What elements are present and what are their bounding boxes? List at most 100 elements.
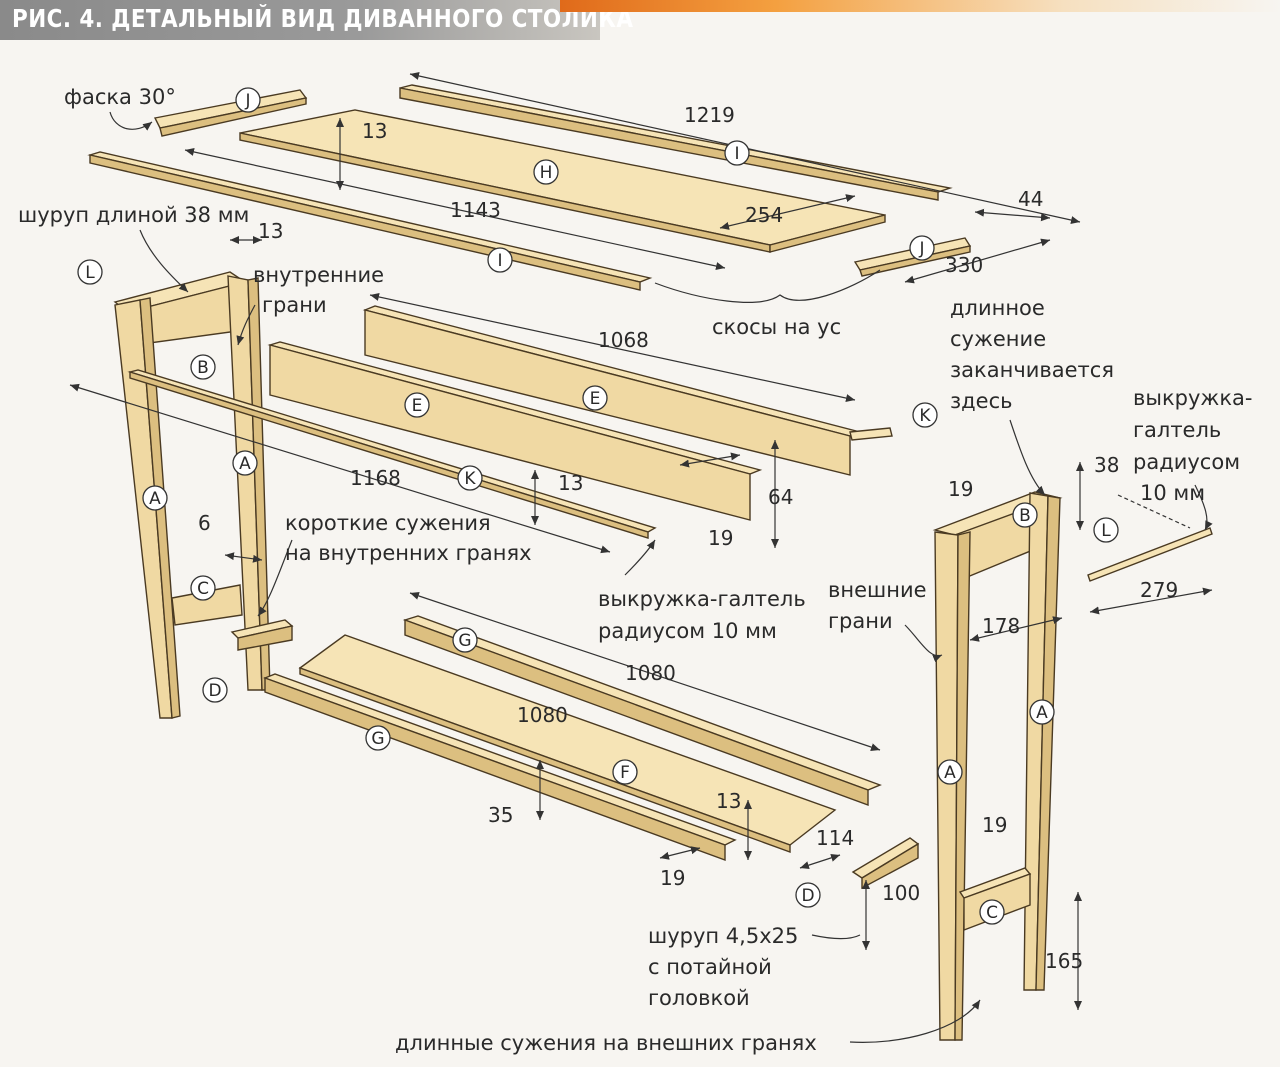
bubble-i-back: I (724, 140, 750, 166)
dim-1219: 1219 (684, 103, 735, 127)
label-long-outer: длинные сужения на внешних гранях (395, 1031, 817, 1055)
label-miter: скосы на ус (712, 315, 841, 339)
bubble-l-left: L (77, 259, 103, 285)
svg-text:A: A (944, 763, 956, 783)
svg-text:D: D (208, 681, 221, 701)
label-cove-mid-1: выкружка-галтель (598, 587, 806, 611)
bubble-e-back: E (582, 385, 608, 411)
label-short-taper-1: короткие сужения (285, 511, 491, 535)
svg-text:E: E (590, 389, 601, 409)
svg-text:F: F (620, 763, 630, 783)
dim-1080-g: 1080 (625, 661, 676, 685)
dim-1068: 1068 (598, 328, 649, 352)
bubble-g-back: G (452, 627, 478, 653)
svg-text:B: B (197, 358, 209, 378)
dim-13-k: 13 (558, 471, 583, 495)
part-k-right-mold (849, 427, 893, 441)
svg-text:J: J (244, 91, 250, 111)
bubble-g-front: G (365, 725, 391, 751)
svg-text:L: L (1101, 521, 1111, 541)
svg-text:A: A (149, 489, 161, 509)
bubble-j-right: J (909, 235, 935, 261)
figure-title: РИС. 4. ДЕТАЛЬНЫЙ ВИД ДИВАННОГО СТОЛИКА (12, 4, 634, 33)
svg-text:K: K (919, 406, 931, 426)
label-screw-small-3: головкой (648, 986, 750, 1010)
svg-text:D: D (801, 886, 814, 906)
svg-text:H: H (540, 163, 553, 183)
svg-text:A: A (1036, 703, 1048, 723)
dim-114: 114 (816, 826, 854, 850)
svg-text:I: I (497, 251, 502, 271)
bubble-d-right: D (795, 882, 821, 908)
label-short-taper-2: на внутренних гранях (285, 541, 532, 565)
dim-100: 100 (882, 881, 920, 905)
svg-text:G: G (371, 729, 384, 749)
svg-text:K: K (464, 469, 476, 489)
label-screw38: шуруп длиной 38 мм (18, 203, 249, 227)
left-leg-assembly (113, 271, 294, 719)
label-inner-faces-2: грани (262, 293, 327, 317)
dim-279: 279 (1140, 578, 1178, 602)
label-long-taper-1: длинное (950, 296, 1045, 320)
svg-text:I: I (734, 144, 739, 164)
label-cove-right-1: выкружка- (1133, 386, 1252, 410)
bubble-d-left: D (202, 677, 228, 703)
dim-254: 254 (745, 203, 783, 227)
svg-text:C: C (197, 579, 209, 599)
label-long-taper-4: здесь (950, 389, 1013, 413)
label-chamfer: фаска 30° (64, 85, 176, 109)
label-screw-small-1: шуруп 4,5х25 (648, 924, 798, 948)
bubble-j-left: J (235, 87, 261, 113)
title-banner: РИС. 4. ДЕТАЛЬНЫЙ ВИД ДИВАННОГО СТОЛИКА (0, 0, 1280, 40)
bubble-b-right: B (1012, 502, 1038, 528)
svg-text:B: B (1019, 506, 1031, 526)
bubble-l-right: L (1093, 517, 1119, 543)
svg-text:L: L (85, 263, 95, 283)
bubble-a-left-front: A (142, 485, 168, 511)
bubble-e-front: E (404, 392, 430, 418)
label-screw-small-2: с потайной (648, 955, 772, 979)
part-g-front (263, 673, 737, 862)
bubble-a-right-back: A (1029, 699, 1055, 725)
dim-13-leg: 13 (258, 219, 283, 243)
bubble-a-left-back: A (232, 450, 258, 476)
bubble-b-left: B (190, 354, 216, 380)
dim-178: 178 (982, 614, 1020, 638)
label-cove-right-2: галтель (1133, 418, 1221, 442)
dim-13-f: 13 (716, 789, 741, 813)
dim-330: 330 (945, 253, 983, 277)
bubble-f: F (612, 759, 638, 785)
leader-lines (109, 111, 1213, 1043)
dim-38: 38 (1094, 453, 1119, 477)
label-long-taper-2: сужение (950, 327, 1046, 351)
svg-text:J: J (918, 239, 924, 259)
dim-19-right-c: 19 (982, 813, 1007, 837)
part-h-panel (239, 109, 886, 253)
label-cove-mid-2: радиусом 10 мм (598, 619, 777, 643)
bubble-i-front: I (487, 247, 513, 273)
dim-6: 6 (198, 511, 211, 535)
svg-text:E: E (412, 396, 423, 416)
dim-1143: 1143 (450, 198, 501, 222)
bubble-h: H (533, 159, 559, 185)
label-inner-faces-1: внутренние (253, 263, 384, 287)
bubble-k-right: K (912, 402, 938, 428)
part-l-right (1087, 527, 1213, 582)
dim-19-right-top: 19 (948, 477, 973, 501)
bubble-k-mid: K (457, 465, 483, 491)
dim-13-top: 13 (362, 119, 387, 143)
label-long-taper-3: заканчивается (950, 358, 1114, 382)
svg-text:G: G (458, 631, 471, 651)
svg-text:A: A (239, 454, 251, 474)
svg-text:C: C (986, 903, 998, 923)
label-cove-right-3: радиусом (1133, 450, 1240, 474)
dim-35: 35 (488, 803, 513, 827)
dim-19-g: 19 (660, 866, 685, 890)
label-outer-faces-2: грани (828, 609, 893, 633)
dim-1168: 1168 (350, 466, 401, 490)
dim-19-e: 19 (708, 526, 733, 550)
bubble-c-left: C (190, 575, 216, 601)
dim-44: 44 (1018, 187, 1043, 211)
bubble-a-right-front: A (937, 759, 963, 785)
